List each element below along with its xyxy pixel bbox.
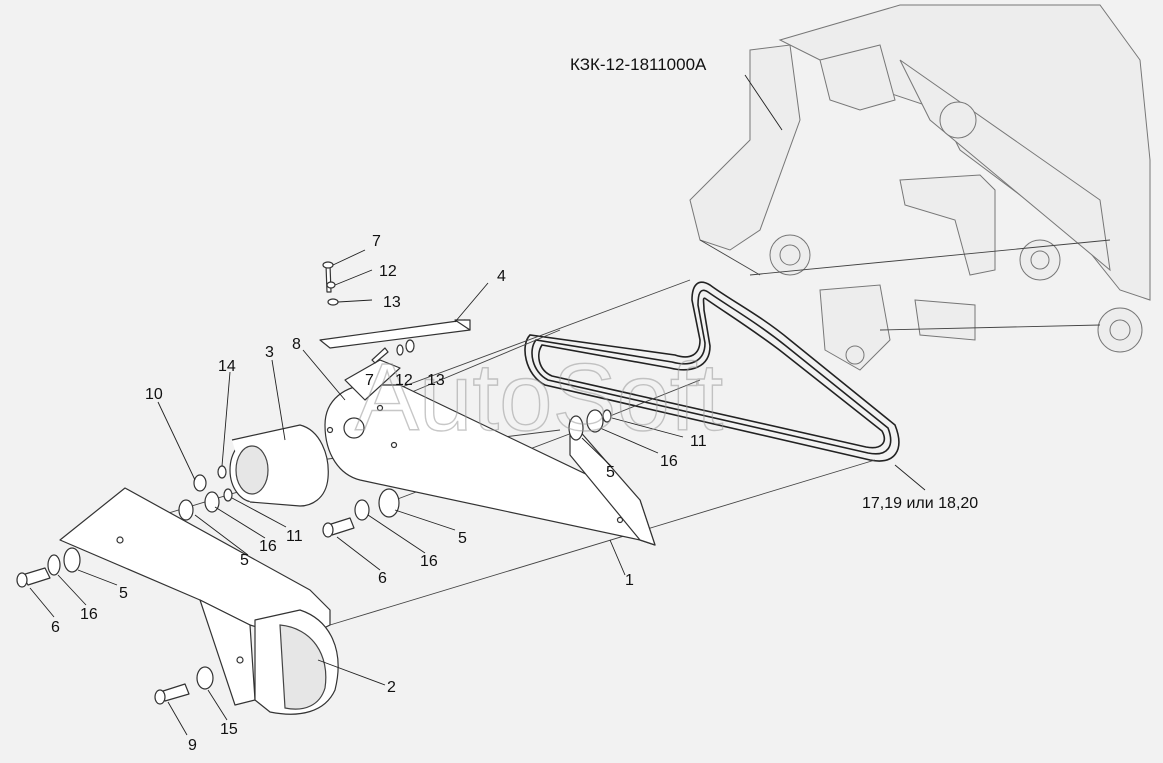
callout-16-left: 16 bbox=[259, 538, 277, 555]
callout-3: 3 bbox=[265, 344, 274, 361]
callout-11-left: 11 bbox=[286, 528, 303, 545]
callout-13-plate: 13 bbox=[427, 372, 445, 389]
drive-belt bbox=[524, 281, 900, 462]
callout-4: 4 bbox=[497, 268, 506, 285]
callout-16-right: 16 bbox=[660, 453, 678, 470]
callout-12-plate: 12 bbox=[395, 372, 413, 389]
callout-leaders bbox=[29, 74, 926, 736]
callout-12-top: 12 bbox=[379, 263, 397, 280]
callout-2: 2 bbox=[387, 679, 396, 696]
callout-6-left: 6 bbox=[51, 619, 60, 636]
machine-frame bbox=[689, 4, 1151, 371]
callout-10: 10 bbox=[145, 386, 163, 403]
callout-6-middle: 6 bbox=[378, 570, 387, 587]
assembly-code-label: КЗК-12-1811000А bbox=[570, 55, 707, 74]
callout-5-right: 5 bbox=[606, 464, 615, 481]
callout-labels: КЗК-12-1811000А 17,19 или 18,20 1 2 3 4 … bbox=[51, 55, 978, 754]
callout-5-left: 5 bbox=[240, 552, 249, 569]
watermark-text: AutoSoft bbox=[355, 344, 723, 451]
callout-8: 8 bbox=[292, 336, 301, 353]
belt-label: 17,19 или 18,20 bbox=[862, 495, 978, 512]
pulley-shroud bbox=[229, 424, 329, 507]
fasteners bbox=[16, 261, 612, 705]
callout-16-far-left: 16 bbox=[80, 606, 98, 623]
outer-guard-cover bbox=[59, 487, 339, 715]
callout-16-middle: 16 bbox=[420, 553, 438, 570]
callout-14: 14 bbox=[218, 358, 236, 375]
callout-11-right: 11 bbox=[690, 433, 707, 450]
callout-5-far-left: 5 bbox=[119, 585, 128, 602]
callout-13-top: 13 bbox=[383, 294, 401, 311]
callout-9: 9 bbox=[188, 737, 197, 754]
callout-7-top: 7 bbox=[372, 233, 381, 250]
callout-7-plate: 7 bbox=[365, 372, 374, 389]
callout-15: 15 bbox=[220, 721, 238, 738]
tension-arm bbox=[344, 359, 656, 546]
callout-5-middle: 5 bbox=[458, 530, 467, 547]
tensioner-bracket bbox=[319, 319, 471, 349]
callout-1: 1 bbox=[625, 572, 634, 589]
